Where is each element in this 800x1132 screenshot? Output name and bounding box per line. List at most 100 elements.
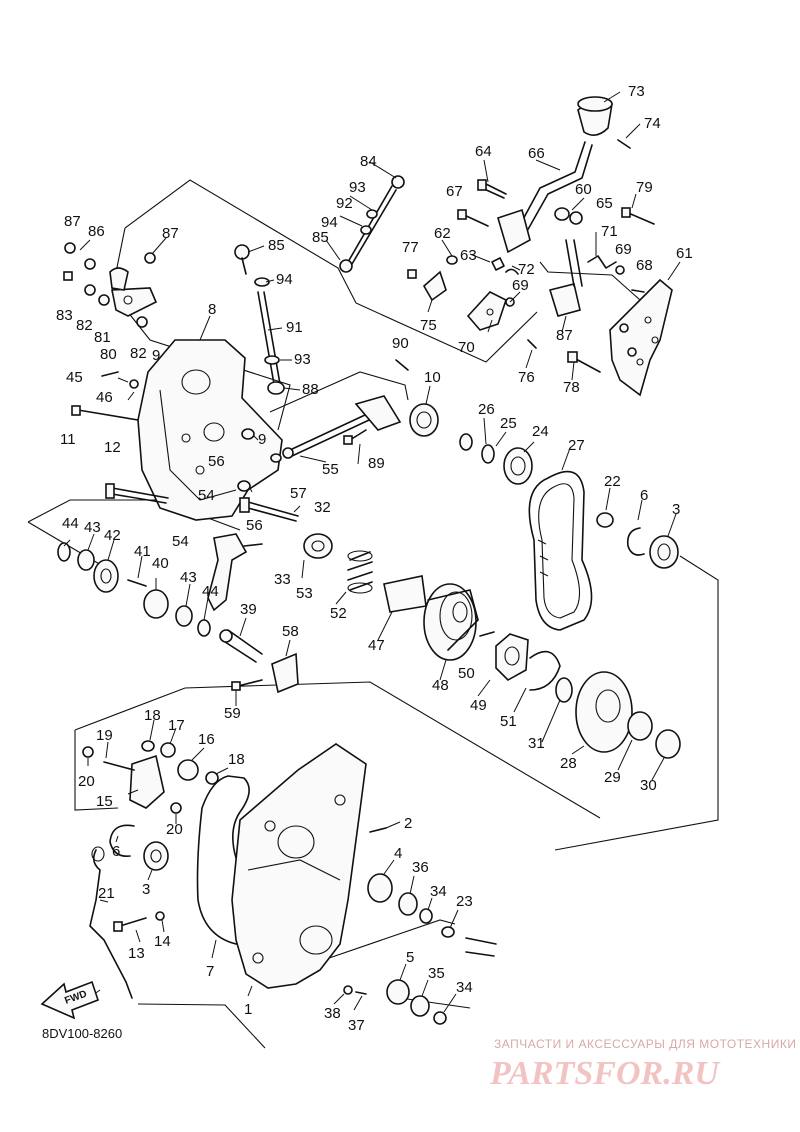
cam-53 [303, 533, 333, 559]
callout-10: 10 [424, 369, 441, 386]
callout-34: 34 [430, 883, 447, 900]
callout-68: 68 [636, 257, 653, 274]
callout-16: 16 [198, 731, 215, 748]
callout-23: 23 [456, 893, 473, 910]
callout-8: 8 [208, 301, 216, 318]
callout-15: 15 [96, 793, 113, 810]
callout-69: 69 [512, 277, 529, 294]
callout-44: 44 [62, 515, 79, 532]
spacer-47 [383, 575, 427, 613]
callout-36: 36 [412, 859, 429, 876]
callout-87: 87 [556, 327, 573, 344]
callout-2: 2 [404, 815, 412, 832]
callout-11: 11 [60, 431, 76, 448]
right-case-housing-1 [231, 743, 387, 989]
callout-45: 45 [66, 369, 83, 386]
sprocket-28-bearing-29-30-washer-31 [555, 671, 681, 759]
callout-31: 31 [528, 735, 545, 752]
callout-1: 1 [244, 1001, 252, 1018]
callout-20: 20 [78, 773, 95, 790]
drive-chain-27 [528, 470, 593, 631]
callout-69: 69 [615, 241, 632, 258]
callout-6: 6 [112, 843, 120, 860]
callout-50: 50 [458, 665, 475, 682]
washers-25-26 [459, 433, 495, 464]
callout-40: 40 [152, 555, 169, 572]
callout-29: 29 [604, 769, 621, 786]
callout-41: 41 [134, 543, 151, 560]
callout-14: 14 [154, 933, 171, 950]
callout-9: 9 [152, 347, 160, 364]
callout-59: 59 [224, 705, 241, 722]
callout-18: 18 [144, 707, 161, 724]
callout-38: 38 [324, 1005, 341, 1022]
callout-34: 34 [456, 979, 473, 996]
callout-85: 85 [312, 229, 329, 246]
linkage-rod-group [63, 175, 409, 395]
callout-18: 18 [228, 751, 245, 768]
callout-49: 49 [470, 697, 487, 714]
callout-54: 54 [198, 487, 215, 504]
callout-82: 82 [130, 345, 147, 362]
callout-84: 84 [360, 153, 377, 170]
callout-48: 48 [432, 677, 449, 694]
callout-4: 4 [394, 845, 402, 862]
plate-58-bolt-59 [231, 652, 299, 694]
callout-52: 52 [330, 605, 347, 622]
callout-56: 56 [246, 517, 263, 534]
shaft-39 [219, 629, 263, 663]
left-case-cover [71, 339, 283, 521]
callout-43: 43 [180, 569, 197, 586]
circlip-6-bearing-3-lower [109, 824, 169, 871]
callout-89: 89 [368, 455, 385, 472]
arm-54 [207, 533, 263, 612]
callout-35: 35 [428, 965, 445, 982]
callout-54: 54 [172, 533, 189, 550]
callout-85: 85 [268, 237, 285, 254]
callout-42: 42 [104, 527, 121, 544]
callout-70: 70 [458, 339, 475, 356]
callout-5: 5 [406, 949, 414, 966]
callout-9: 9 [258, 431, 266, 448]
callout-43: 43 [84, 519, 101, 536]
callout-81: 81 [94, 329, 111, 346]
callout-87: 87 [64, 213, 81, 230]
callout-53: 53 [296, 585, 313, 602]
callout-3: 3 [142, 881, 150, 898]
callout-94: 94 [276, 271, 293, 288]
callout-82: 82 [76, 317, 93, 334]
callout-46: 46 [96, 389, 113, 406]
callout-13: 13 [128, 945, 145, 962]
callout-47: 47 [368, 637, 385, 654]
callout-28: 28 [560, 755, 577, 772]
forward-direction-arrow: FWD [40, 980, 100, 1020]
callout-88: 88 [302, 381, 319, 398]
callout-22: 22 [604, 473, 621, 490]
callout-19: 19 [96, 727, 113, 744]
callout-90: 90 [392, 335, 409, 352]
cam-49-bolt-50-circlip-51 [479, 631, 561, 691]
callout-78: 78 [563, 379, 580, 396]
callout-79: 79 [636, 179, 653, 196]
callout-66: 66 [528, 145, 545, 162]
callout-57: 57 [290, 485, 307, 502]
shift-shaft [237, 395, 402, 492]
bracket-15-parts-16-20 [82, 740, 219, 814]
watermark-tagline: ЗАПЧАСТИ И АКСЕССУАРЫ ДЛЯ МОТОТЕХНИКИ [494, 1037, 796, 1051]
callout-87: 87 [162, 225, 179, 242]
callout-12: 12 [104, 439, 121, 456]
callout-61: 61 [676, 245, 693, 262]
callout-65: 65 [596, 195, 613, 212]
gear-42-40-43-44 [57, 542, 211, 637]
callout-39: 39 [240, 601, 257, 618]
callout-94: 94 [321, 214, 338, 231]
callout-labels: 73 74 64 66 84 93 92 94 85 67 60 65 79 6… [56, 83, 693, 1034]
callout-26: 26 [478, 401, 495, 418]
callout-20: 20 [166, 821, 183, 838]
callout-60: 60 [575, 181, 592, 198]
bolt-13-washer-14 [113, 911, 165, 932]
diagram-code: 8DV100-8260 [42, 1026, 122, 1041]
callout-24: 24 [532, 423, 549, 440]
reverse-lever-group [407, 96, 673, 397]
